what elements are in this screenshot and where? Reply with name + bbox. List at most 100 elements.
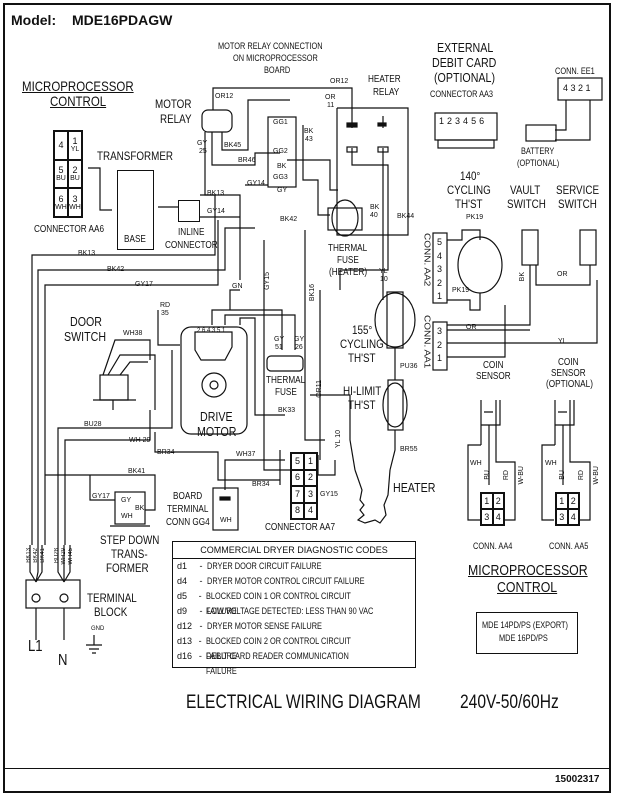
- step-down-pin-wh: WH: [121, 513, 133, 520]
- wire-label-bk45: BK45: [224, 142, 242, 149]
- wire-label-bk44: BK44: [397, 213, 415, 220]
- diagnostic-code: d4: [177, 576, 188, 586]
- conn-aa4-label: CONN. AA4: [473, 541, 513, 551]
- connector-aa3-label: CONNECTOR AA3: [430, 89, 494, 99]
- gg-terminal-block: [267, 116, 297, 188]
- debit-card-label-3: (OPTIONAL): [434, 70, 496, 85]
- diagnostic-code-row: d9-LOW VOLTAGE DETECTED: LESS THAN 90 VA…: [173, 604, 415, 619]
- diagnostic-code-row: d4-DRYER MOTOR CONTROL CIRCUIT FAILURE: [173, 574, 415, 589]
- wire-label-gy17-a: GY17: [135, 281, 153, 288]
- wire-pk19: [447, 229, 481, 311]
- diagnostic-code: d12: [177, 621, 193, 631]
- ground-gn-label: GN: [232, 283, 243, 290]
- drive-motor-label-1: DRIVE: [200, 409, 233, 424]
- wire-label-or11-b: 11: [327, 102, 335, 109]
- aa5-wire-rd: RD: [578, 470, 585, 481]
- part-number: 15002317: [555, 774, 600, 785]
- aa4-wire-bu: BU: [484, 470, 491, 480]
- aa5-pin-1: 1: [556, 493, 568, 509]
- models-box-line-2: MDE 16PD/PS: [499, 633, 548, 643]
- terminal-block-body: [25, 579, 81, 609]
- wire-gg2-bk: [287, 159, 338, 191]
- wire-bu28: [57, 350, 173, 545]
- microprocessor-control-title-2: CONTROL: [50, 93, 107, 109]
- step-down-pin-gy: GY: [121, 497, 132, 504]
- aa4-wire-wh: WH: [470, 460, 482, 467]
- transformer-label: TRANSFORMER: [97, 149, 173, 163]
- wire-label-or11-v: OR11: [316, 380, 323, 398]
- cycling-140-label-2: CYCLING: [447, 183, 491, 197]
- hi-limit-label-2: TH'ST: [348, 398, 376, 412]
- diagnostic-codes-title: COMMERCIAL DRYER DIAGNOSTIC CODES: [173, 542, 415, 559]
- wire-label-br34-a: BR34: [157, 449, 175, 456]
- wire-label-bk16: BK16: [309, 284, 316, 302]
- thermal-fuse-heater-label-1: THERMAL: [328, 243, 368, 254]
- terminal-n-label: N: [58, 652, 68, 669]
- diagnostic-code-row: d1-DRYER DOOR CIRCUIT FAILURE: [173, 559, 415, 574]
- wire-label-bk42-a: BK42: [280, 216, 298, 223]
- aa7-pin-7: 7: [291, 486, 304, 503]
- wire-label-br55: BR55: [400, 446, 418, 453]
- model-value: MDE16PDAGW: [72, 12, 173, 28]
- aa4-wire-wbu: W-BU: [518, 466, 525, 485]
- models-box-line-1: MDE 14PD/PS (EXPORT): [482, 620, 568, 630]
- thermal-fuse-heater-label-2: FUSE: [337, 255, 359, 266]
- step-down-body: [114, 491, 146, 525]
- aa5-wire-wh: WH: [545, 460, 557, 467]
- diagnostic-description: BLOCKED COIN 1 OR CONTROL CIRCUIT FAILUR…: [205, 591, 351, 616]
- wire-label-bk40-a: BK: [370, 204, 380, 211]
- aa7-pin-3: 3: [304, 486, 317, 503]
- inline-connector-label-2: CONNECTOR: [165, 240, 218, 251]
- wire-label-wh38: WH38: [123, 330, 143, 337]
- wire-label-or-b: OR: [466, 324, 477, 331]
- wire-label-yl10-v: YL 10: [335, 430, 342, 449]
- diagnostic-code: d13: [177, 636, 193, 646]
- wire-label-or12-a: OR12: [215, 93, 234, 100]
- service-switch-label-1: SERVICE: [556, 183, 600, 197]
- cycling-140-body: [457, 236, 503, 294]
- wire-label-bk33: BK33: [278, 407, 296, 414]
- battery-label-1: BATTERY: [521, 146, 555, 156]
- wire-heater-left: [310, 394, 356, 471]
- service-switch-label-2: SWITCH: [558, 197, 597, 211]
- door-switch-label-1: DOOR: [70, 314, 102, 329]
- wire-label-bk13-a: BK13: [207, 190, 225, 197]
- wire-rd35: [157, 310, 180, 346]
- wire-yl10: [339, 235, 389, 290]
- step-down-label-2: TRANS-: [111, 547, 148, 561]
- door-switch-body: [99, 374, 129, 401]
- terminal-l1-label: L1: [28, 638, 43, 655]
- aa7-pin-5: 5: [291, 453, 304, 470]
- motor-relay-connection-label-2: ON MICROPROCESSOR: [233, 53, 318, 63]
- gg3-label: GG3: [273, 174, 288, 181]
- motor-relay-connection-label-1: MOTOR RELAY CONNECTION: [218, 41, 323, 51]
- cycling-140-label-3: TH'ST: [455, 197, 483, 211]
- ground-symbol: [86, 635, 102, 654]
- thermal-fuse-body: [266, 355, 304, 372]
- terminal-wire-bk42: BK42: [33, 548, 39, 563]
- wire-vault-service-or: [535, 265, 591, 286]
- motor-relay-label-1: MOTOR: [155, 97, 192, 111]
- aa5-pin-2: 2: [567, 493, 579, 509]
- wire-label-gy14-a: GY14: [247, 180, 265, 187]
- vault-switch-body: [521, 229, 539, 266]
- models-box: [476, 612, 578, 654]
- terminal-block-label-1: TERMINAL: [87, 591, 137, 605]
- wire-label-br46: BR46: [238, 157, 256, 164]
- gg2-label: GG2: [273, 148, 288, 155]
- wire-label-bk43-a: BK: [304, 128, 314, 135]
- aa7-pin-4: 4: [304, 502, 317, 519]
- thermal-fuse-heater-body: [331, 199, 359, 237]
- heater-relay-label-1: HEATER: [368, 74, 401, 85]
- cycling-155-body: [374, 292, 416, 348]
- coin-sensor-optional-label-2: SENSOR: [551, 368, 586, 379]
- diagnostic-description: BLOCKED COIN 2 OR CONTROL CIRCUIT FAILUR…: [205, 636, 351, 661]
- wire-label-bk41: BK41: [128, 468, 146, 475]
- drive-motor-body: [180, 326, 248, 435]
